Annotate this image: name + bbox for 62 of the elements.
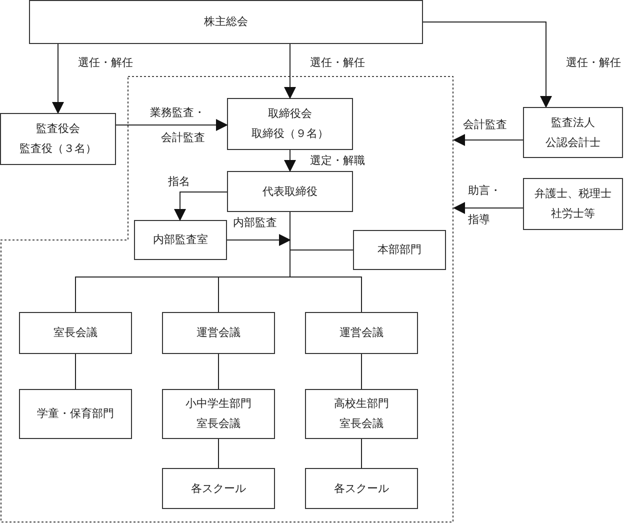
org-box [29,0,423,44]
node-label: 高校生部門 [334,396,389,412]
org-box [162,389,275,439]
node-label: 本部部門 [378,242,422,258]
node-label: 監査役（３名） [20,141,96,157]
arrow [174,192,228,221]
org-box [305,389,418,439]
node-label: 社労士等 [551,206,595,222]
node-label: 弁護士、税理士 [534,186,612,202]
org-box [0,113,116,165]
node-label: 学童・保育部門 [37,406,114,422]
node-label: 公認会計士 [546,134,600,150]
org-box [523,107,623,158]
arrow [52,44,64,114]
edge-label: 業務監査・会計監査 [149,105,205,146]
node-label: 株主総会 [204,14,248,30]
org-box [353,230,446,270]
connector-line [218,438,219,468]
node-label: 監査法人 [551,114,595,130]
node-label: 各スクール [334,480,389,496]
arrow [422,22,552,108]
connector-line [75,354,76,390]
dashed-boundary [0,76,454,523]
org-box [162,468,275,509]
org-box [227,171,353,212]
arrow [284,150,296,172]
org-box [162,312,275,354]
connector-line [361,438,362,468]
edge-label: 選任・解任 [566,55,622,71]
org-box [305,468,418,509]
org-box [19,312,132,354]
node-label: 代表取締役 [262,184,318,200]
org-box [134,220,227,260]
arrow [453,134,524,146]
node-label: 各スクール [191,480,246,496]
connector-line [361,354,362,390]
org-box [523,178,623,230]
arrow [284,44,296,99]
node-label: 室長会議 [54,325,98,341]
node-label: 監査役会 [36,121,80,137]
arrow [226,234,291,246]
edge-label: 内部監査 [233,215,278,231]
edge-label: 助言・指導 [468,183,502,228]
arrow [116,119,228,131]
org-box [227,98,353,150]
node-label: 内部監査室 [153,232,208,248]
node-label: 運営会議 [340,325,384,341]
node-label: 運営会議 [196,325,240,341]
node-label: 取締役（９名） [252,126,328,142]
edge-label: 選任・解任 [310,55,366,71]
org-box [19,389,132,439]
arrow [453,202,524,214]
connector-line [218,354,219,390]
node-label: 取締役会 [268,106,312,122]
edge-label: 選定・解職 [310,153,366,169]
edge-label: 会計監査 [463,117,508,133]
edge-label: 指名 [168,174,191,190]
node-label: 小中学生部門 [186,396,252,412]
org-box [305,312,418,354]
edge-label: 選任・解任 [78,55,134,71]
node-label: 室長会議 [196,416,240,432]
node-label: 室長会議 [340,416,384,432]
